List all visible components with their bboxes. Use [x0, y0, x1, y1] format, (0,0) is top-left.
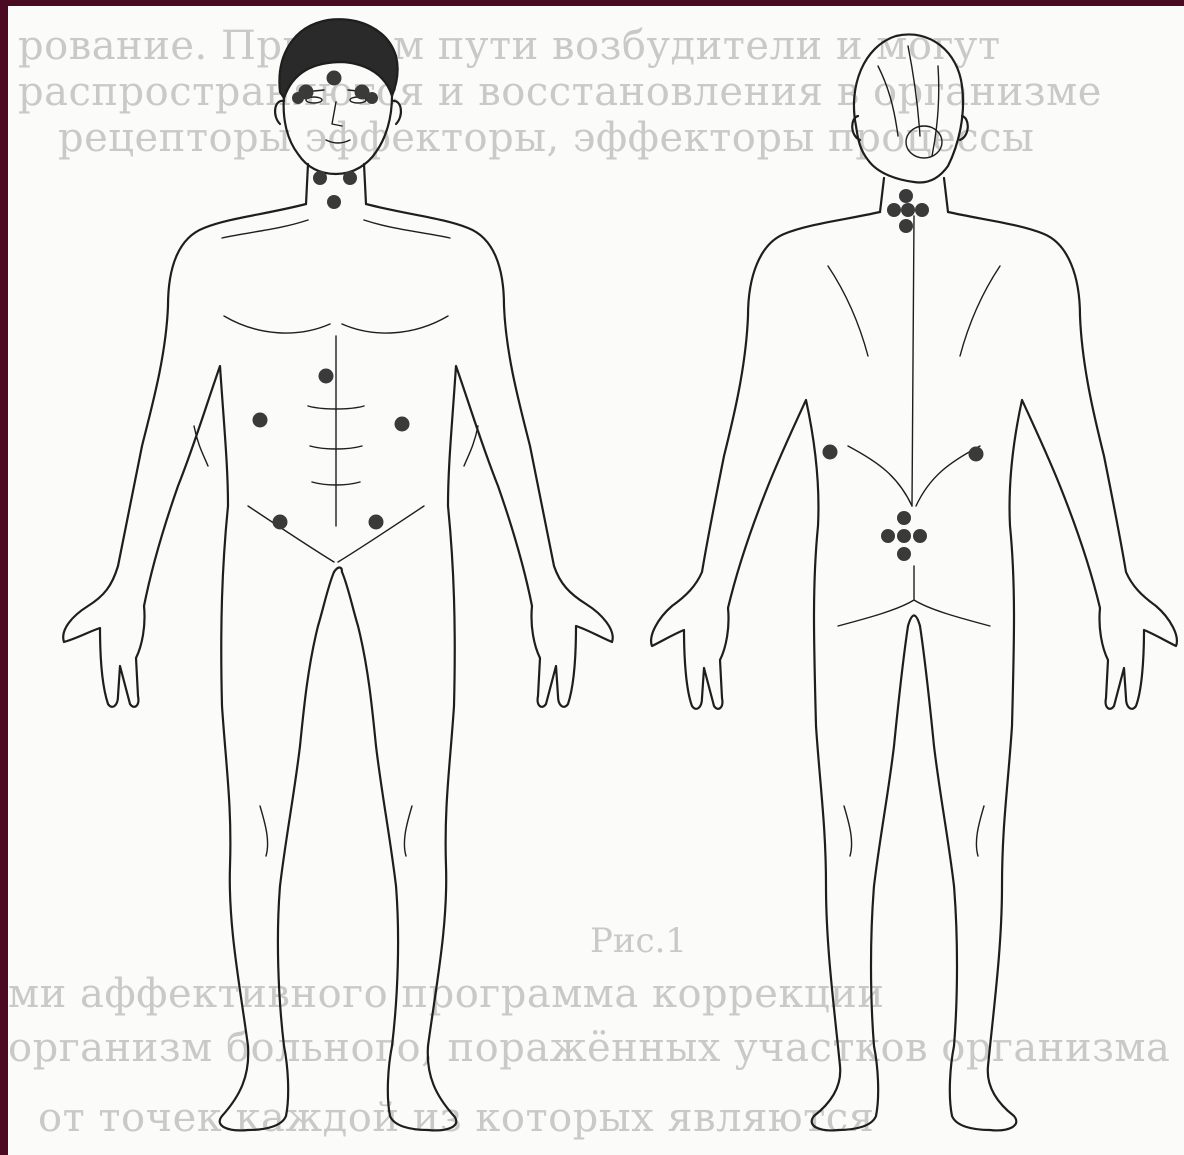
- back-points: [823, 189, 984, 561]
- back-point-neck-right: [915, 203, 929, 217]
- front-point-groin-right: [369, 515, 384, 530]
- back-spine: [912, 216, 914, 506]
- front-chest: [224, 316, 448, 333]
- back-point-sacrum-top: [897, 511, 911, 525]
- page-scan: рование. При этом пути возбудители и мог…: [8, 6, 1184, 1155]
- front-point-abdomen-right: [395, 417, 410, 432]
- front-point-neck-left: [313, 171, 327, 185]
- back-hair-strands: [878, 46, 939, 156]
- back-point-waist-right: [969, 447, 984, 462]
- front-mouth: [326, 140, 350, 143]
- front-hair: [279, 19, 397, 98]
- front-outline-right: [342, 204, 613, 1130]
- back-head: [854, 34, 963, 182]
- front-outline-left: [63, 204, 334, 1130]
- back-point-neck-bottom: [899, 219, 913, 233]
- back-point-neck-center: [901, 203, 915, 217]
- front-point-forehead-top: [327, 71, 342, 86]
- front-figure: [63, 19, 612, 1130]
- front-point-neck-right: [343, 171, 357, 185]
- back-point-neck-top: [899, 189, 913, 203]
- back-point-sacrum-bottom: [897, 547, 911, 561]
- front-point-eye-left: [292, 92, 304, 104]
- back-point-waist-left: [823, 445, 838, 460]
- front-point-eye-right: [366, 92, 378, 104]
- back-knees: [844, 806, 984, 856]
- front-ear-right: [392, 101, 401, 124]
- back-outline-left: [651, 212, 908, 1130]
- front-points: [253, 71, 410, 530]
- back-point-sacrum-right: [913, 529, 927, 543]
- back-point-neck-left: [887, 203, 901, 217]
- back-crotch: [908, 616, 920, 627]
- front-clavicles: [222, 220, 450, 238]
- front-abs: [308, 336, 364, 526]
- back-point-sacrum-left: [881, 529, 895, 543]
- front-crotch: [334, 568, 342, 573]
- front-nose: [332, 102, 342, 126]
- body-diagram: [8, 6, 1184, 1155]
- back-outline-right: [920, 212, 1177, 1130]
- front-point-sternum: [319, 369, 334, 384]
- back-point-sacrum-center: [897, 529, 911, 543]
- back-figure: [651, 34, 1177, 1130]
- front-point-abdomen-left: [253, 413, 268, 428]
- back-hair-bun: [906, 126, 942, 158]
- back-lumbar: [848, 446, 980, 506]
- front-point-groin-left: [273, 515, 288, 530]
- front-point-throat: [327, 195, 341, 209]
- front-head: [284, 96, 392, 174]
- back-buttocks: [838, 566, 990, 626]
